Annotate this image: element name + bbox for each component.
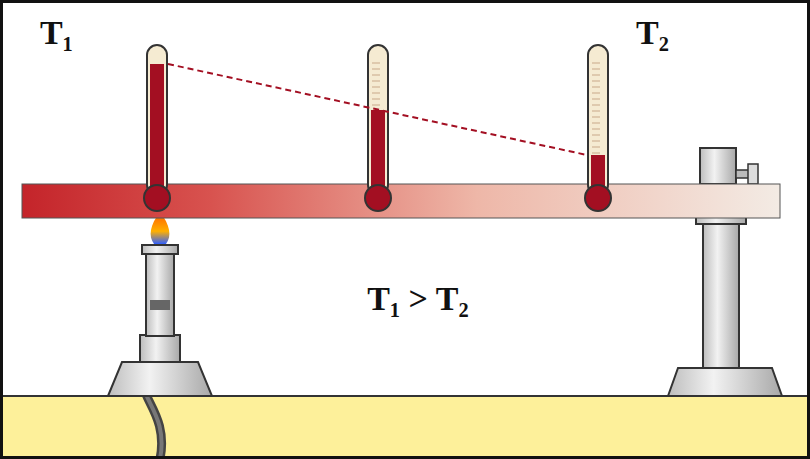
bunsen-burner xyxy=(108,245,212,396)
thermometer xyxy=(144,45,170,211)
temperature-trend-line xyxy=(168,64,587,155)
temperature-label: T₂ xyxy=(636,14,669,51)
thermometer xyxy=(585,45,611,211)
comparison-label: T₁ > T₂ xyxy=(367,280,469,317)
table-surface xyxy=(0,396,810,459)
temperature-label: T₁ xyxy=(40,14,73,51)
metal-rod xyxy=(22,184,780,218)
thermometer xyxy=(365,45,391,211)
